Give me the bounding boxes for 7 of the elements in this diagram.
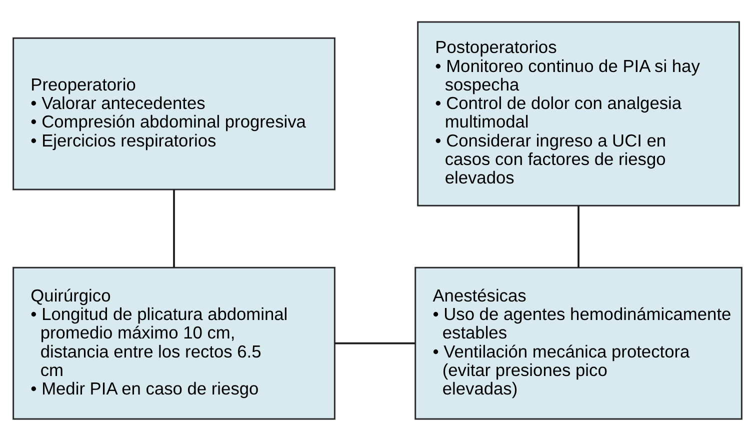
node-box: Postoperatorios • Monitoreo continuo de PIA si hay sospecha • Control de dolor con analgesia multimodal • Considerar ingreso a UCI en casos con factores de riesgo elevados (417, 20, 740, 206)
connector (335, 342, 416, 344)
node-box: Preoperatorio • Valorar antecedentes • Compresión abdominal progresiva • Ejercicios respiratorios (12, 36, 336, 190)
node-box: Anestésicas • Uso de agentes hemodinámicamente estables • Ventilación mecánica protectora (evitar presiones pico elevadas) (414, 266, 742, 420)
connector (578, 205, 580, 267)
connector (173, 189, 175, 268)
node-box: Quirúrgico • Longitud de plicatura abdominal promedio máximo 10 cm, distancia entre los rectos 6.5 cm • Medir PIA en caso de riesgo (12, 266, 336, 420)
